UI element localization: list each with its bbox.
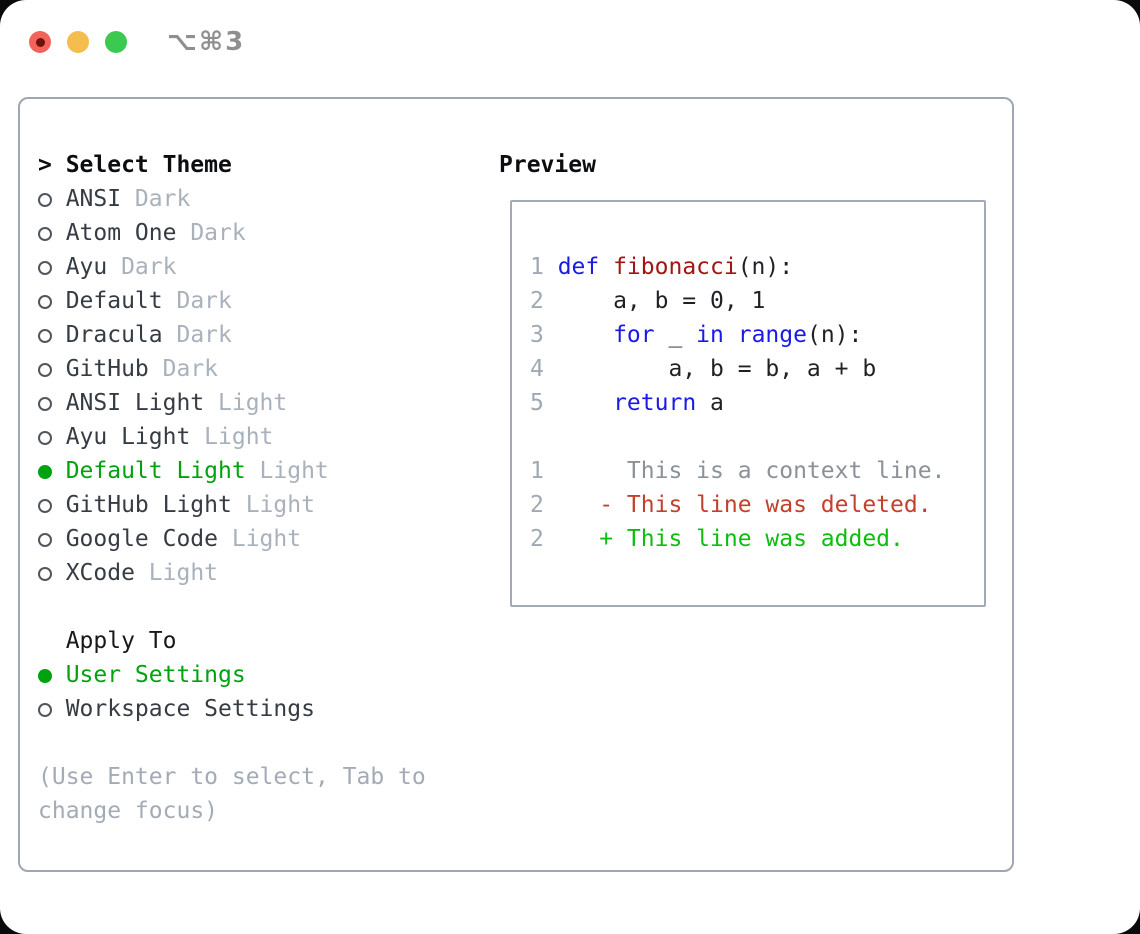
line-number: 5	[530, 390, 544, 416]
help-text-line2: change focus)	[38, 798, 219, 824]
radio-icon[interactable]	[38, 284, 66, 318]
window-title-shortcut: ⌥⌘3	[167, 27, 246, 57]
code-line: 5 return a	[530, 386, 984, 420]
apply-option-user-settings[interactable]: User Settings	[38, 658, 488, 692]
diff-deleted-line: 2 - This line was deleted.	[530, 488, 984, 522]
spacer	[530, 420, 984, 454]
radio-icon[interactable]	[38, 522, 66, 556]
spacer	[38, 726, 488, 760]
line-number: 3	[530, 322, 544, 348]
preview-label: Preview	[499, 152, 596, 178]
radio-icon[interactable]	[38, 318, 66, 352]
code-line: 3 for _ in range(n):	[530, 318, 984, 352]
radio-icon[interactable]	[38, 386, 66, 420]
code-line: 2 a, b = 0, 1	[530, 284, 984, 318]
unsaved-dot-icon	[35, 37, 45, 47]
select-theme-header: > Select Theme	[38, 148, 488, 182]
radio-selected-icon[interactable]	[38, 658, 66, 692]
radio-icon[interactable]	[38, 692, 66, 726]
help-text-line1: (Use Enter to select, Tab to	[38, 764, 426, 790]
minimize-button[interactable]	[67, 31, 89, 53]
line-number: 2	[530, 526, 544, 552]
radio-icon[interactable]	[38, 250, 66, 284]
radio-icon[interactable]	[38, 182, 66, 216]
radio-icon[interactable]	[38, 556, 66, 590]
focus-pointer-icon: >	[38, 152, 52, 178]
apply-to-header: Apply To	[38, 624, 488, 658]
line-number: 2	[530, 288, 544, 314]
apply-option-workspace-settings[interactable]: Workspace Settings	[38, 692, 488, 726]
diff-added-line: 2 + This line was added.	[530, 522, 984, 556]
line-number: 4	[530, 356, 544, 382]
radio-selected-icon[interactable]	[38, 454, 66, 488]
zoom-button[interactable]	[105, 31, 127, 53]
apply-to-label: Apply To	[65, 628, 177, 654]
line-number: 1	[530, 458, 544, 484]
select-theme-label: Select Theme	[65, 152, 232, 178]
line-number: 1	[530, 254, 544, 280]
radio-icon[interactable]	[38, 216, 66, 250]
line-number: 2	[530, 492, 544, 518]
radio-icon[interactable]	[38, 420, 66, 454]
radio-icon[interactable]	[38, 488, 66, 522]
code-line: 4 a, b = b, a + b	[530, 352, 984, 386]
spacer	[38, 590, 488, 624]
close-button[interactable]	[29, 31, 51, 53]
diff-context-line: 1 This is a context line.	[530, 454, 984, 488]
titlebar: ⌥⌘3	[29, 27, 245, 57]
radio-icon[interactable]	[38, 352, 66, 386]
